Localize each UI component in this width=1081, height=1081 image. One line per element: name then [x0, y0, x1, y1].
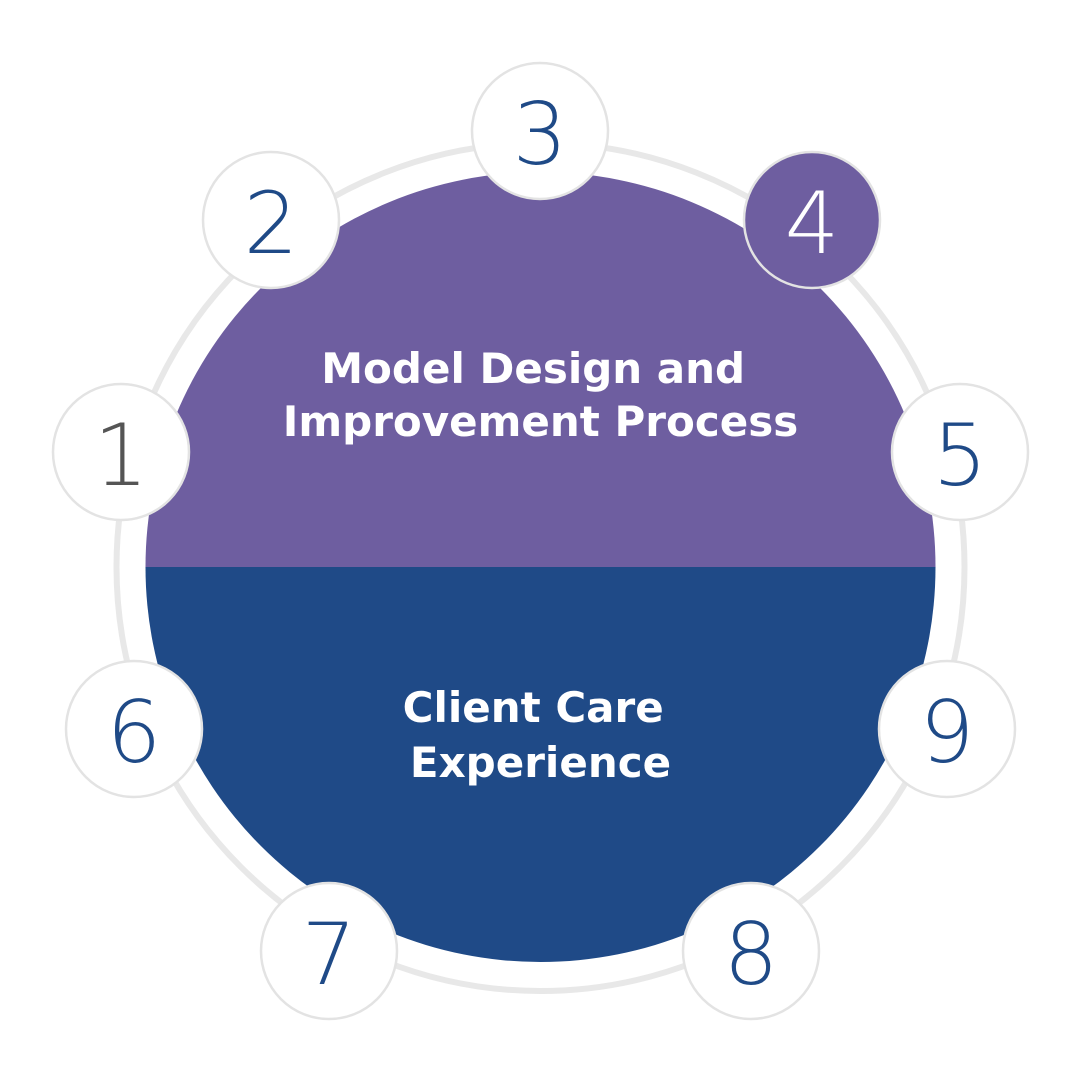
- step-node-9[interactable]: 9: [877, 659, 1017, 799]
- step-node-2[interactable]: 2: [201, 150, 341, 290]
- step-node-6[interactable]: 6: [64, 659, 204, 799]
- step-number-2: 2: [244, 174, 299, 274]
- step-node-8[interactable]: 8: [681, 881, 821, 1021]
- step-number-5: 5: [933, 406, 988, 506]
- step-number-9: 9: [920, 683, 975, 783]
- model-design-label-line2: Improvement Process: [283, 397, 798, 446]
- client-care-label: Client Care Experience: [403, 683, 679, 787]
- step-number-7: 7: [302, 905, 357, 1005]
- step-node-3[interactable]: 3: [470, 61, 610, 201]
- client-care-half: [145, 567, 936, 962]
- step-number-6: 6: [107, 683, 162, 783]
- step-node-1[interactable]: 1: [51, 382, 191, 522]
- step-number-3: 3: [513, 85, 568, 185]
- model-design-label-line1: Model Design and: [321, 344, 745, 393]
- model-design-half: [145, 172, 936, 567]
- model-design-label: Model Design and Improvement Process: [283, 344, 798, 446]
- client-care-label-line2: Experience: [410, 738, 671, 787]
- client-care-label-line1: Client Care: [403, 683, 664, 732]
- step-node-7[interactable]: 7: [259, 881, 399, 1021]
- step-node-4[interactable]: 4: [742, 150, 882, 290]
- step-number-1: 1: [94, 406, 149, 506]
- step-number-4: 4: [785, 174, 840, 274]
- step-number-8: 8: [724, 905, 779, 1005]
- step-node-5[interactable]: 5: [890, 382, 1030, 522]
